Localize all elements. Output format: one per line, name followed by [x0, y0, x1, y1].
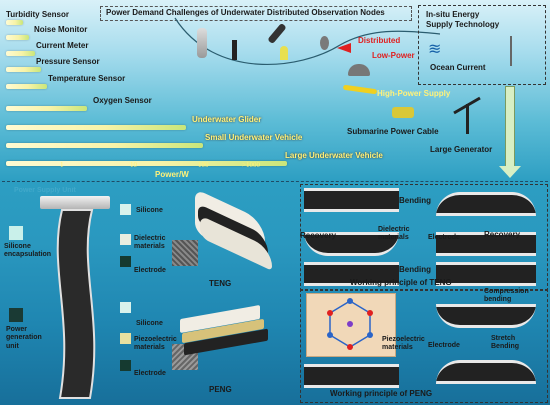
vehicle-icon	[392, 107, 414, 118]
teng-plate	[304, 232, 399, 256]
title-box	[100, 6, 412, 21]
peng-piezo-label: Piezoelectric materials	[134, 336, 177, 351]
power-bar	[6, 106, 87, 111]
peng-plate	[436, 360, 536, 384]
power-bar	[6, 84, 47, 89]
teng-dielectric-note: Dielectric materials	[378, 226, 410, 241]
device-label: Underwater Glider	[192, 115, 262, 124]
power-bar	[6, 161, 287, 166]
teng-recovery-left: Recovery	[300, 231, 337, 240]
teng-electrode-cube	[120, 256, 131, 267]
teng-plate	[304, 188, 399, 212]
teng-plate	[436, 262, 536, 286]
power-bar	[6, 67, 41, 72]
turbine-icon	[466, 104, 469, 134]
sensor-icon	[232, 40, 237, 60]
teng-plate	[436, 232, 536, 256]
peng-piezo-cube	[120, 333, 131, 344]
axis-tick: >1000	[242, 161, 260, 169]
sensor-icon	[197, 28, 207, 58]
watermark-text: Power Supply Unit	[14, 187, 76, 194]
figure-title: Power Demand Challenges of Underwater Di…	[106, 8, 385, 17]
peng-name: PENG	[209, 385, 232, 394]
node-icon	[510, 36, 530, 66]
axis-tick: 100	[198, 161, 209, 169]
peng-electrode-note: Electrode	[428, 342, 460, 349]
peng-principle-box	[300, 289, 548, 403]
power-bar	[6, 125, 186, 130]
peng-plate	[436, 304, 536, 328]
mount-icon	[280, 46, 288, 60]
buoy-icon	[320, 36, 329, 50]
device-label: Oxygen Sensor	[93, 96, 152, 105]
peng-plate	[304, 364, 399, 388]
device-label: Small Underwater Vehicle	[205, 133, 303, 142]
power-bar	[6, 51, 35, 56]
peng-stretch-label: Stretch Bending	[491, 335, 519, 351]
peng-piezo-note: Piezoelectric materials	[382, 336, 425, 351]
dome-sensor-icon	[348, 64, 370, 76]
device-label: Noise Monitor	[34, 25, 88, 34]
axis-tick: 1	[60, 161, 64, 169]
teng-principle-caption: Working principle of TENG	[350, 278, 452, 287]
silicone-encap-label: Silicone encapsulation	[4, 243, 52, 259]
low-power-label: Low-Power	[372, 51, 415, 60]
teng-name: TENG	[209, 279, 232, 288]
section-divider	[2, 181, 548, 182]
power-bar	[6, 35, 29, 40]
down-arrow	[505, 86, 515, 168]
cable-curve	[174, 17, 441, 66]
energy-box-title-1: In-situ Energy Supply Technology	[426, 10, 500, 29]
distributed-label: Distributed	[358, 36, 401, 45]
device-label: Current Meter	[36, 41, 89, 50]
teng-electrode-label: Electrode	[134, 267, 166, 274]
teng-bending-top: Bending	[399, 196, 431, 205]
generation-unit-label: Power generation unit	[6, 326, 42, 350]
teng-dielectric-cube	[120, 234, 131, 245]
teng-recovery-right: Recovery	[484, 230, 521, 239]
energy-supply-box	[418, 5, 546, 85]
device-label: Turbidity Sensor	[6, 10, 69, 19]
device-label: Temperature Sensor	[48, 74, 126, 83]
axis-tick: 10	[130, 161, 137, 169]
power-bar	[6, 143, 203, 148]
teng-silicone-label: Silicone	[136, 207, 163, 214]
waves-icon: ≋	[428, 41, 442, 58]
peng-electrode-cube	[120, 360, 131, 371]
teng-plate	[436, 192, 536, 216]
teng-principle-box	[300, 184, 548, 291]
ocean-current-label: Ocean Current	[430, 63, 486, 72]
flexible-device	[56, 209, 96, 399]
power-bar	[6, 20, 23, 25]
generation-unit-cube	[9, 308, 23, 322]
peng-principle-caption: Working principle of PENG	[330, 389, 433, 398]
teng-electrode-note: Electrode	[428, 234, 460, 241]
teng-bending-bottom: Bending	[399, 265, 431, 274]
down-arrow-head	[499, 166, 521, 178]
rod-cap	[40, 196, 110, 209]
device-label: Pressure Sensor	[36, 57, 100, 66]
peng-electrode-label: Electrode	[134, 370, 166, 377]
peng-silicone-label: Silicone	[136, 320, 163, 327]
low-power-arrow	[337, 43, 351, 53]
lattice-diagram	[327, 298, 373, 350]
peng-compression-label: Compression bending	[484, 288, 529, 304]
device-label: Large Underwater Vehicle	[285, 151, 383, 160]
axis-label: Power/W	[155, 170, 189, 179]
peng-silicone-cube	[120, 302, 131, 313]
cable-label: Submarine Power Cable	[347, 127, 439, 136]
silicone-encap-cube	[9, 226, 23, 240]
teng-dielectric-label: Dielectric materials	[134, 235, 166, 250]
teng-silicone-cube	[120, 204, 131, 215]
dielectric-texture	[172, 240, 198, 266]
high-power-label: High-Power Supply	[377, 89, 451, 98]
teng-plate	[304, 262, 399, 286]
generator-label: Large Generator	[430, 145, 493, 154]
